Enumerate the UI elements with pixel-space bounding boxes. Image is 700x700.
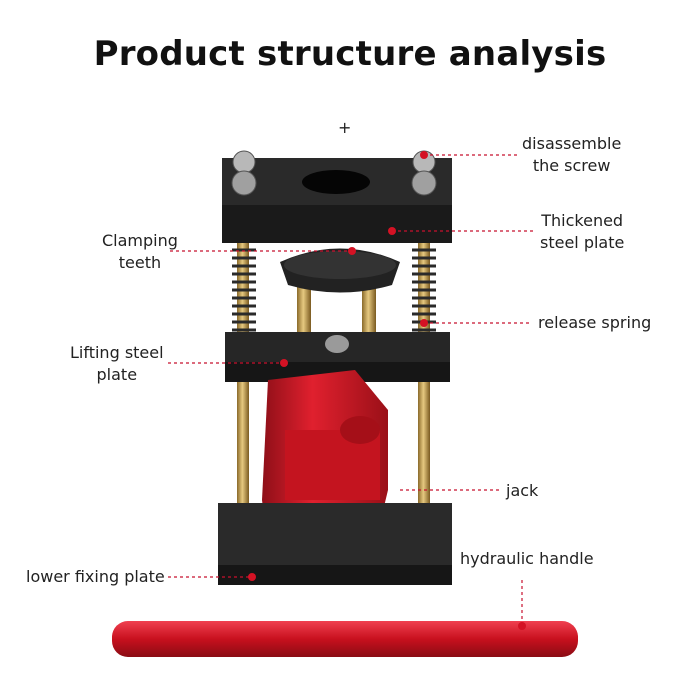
label-line: Thickened (541, 211, 624, 230)
top-steel-plate (222, 158, 452, 243)
lower-fixing-plate (218, 503, 452, 585)
label-line: teeth (118, 253, 162, 272)
clamping-die (280, 248, 400, 293)
label-clamping-teeth: Clamping teeth (102, 230, 178, 274)
plus-mark: + (338, 118, 352, 137)
marker-dots (248, 151, 526, 630)
label-jack: jack (506, 481, 539, 500)
label-line: steel plate (540, 233, 625, 252)
label-hydraulic-handle: hydraulic handle (460, 549, 594, 568)
label-line: the screw (532, 156, 611, 175)
hydraulic-handle (112, 621, 578, 657)
label-thickened-plate: Thickened steel plate (540, 210, 624, 254)
lifting-steel-plate (225, 332, 450, 382)
screw-nuts (231, 150, 437, 196)
label-line: plate (96, 365, 138, 384)
page-title: Product structure analysis (93, 34, 607, 74)
label-lifting-plate: Lifting steel plate (70, 342, 164, 386)
label-disassemble-screw: disassemble the screw (522, 133, 621, 177)
label-line: Lifting steel (70, 343, 164, 362)
label-line: disassemble (522, 134, 622, 153)
label-line: Clamping (102, 231, 178, 250)
label-lower-plate: lower fixing plate (26, 567, 165, 586)
label-release-spring: release spring (538, 313, 652, 332)
leader-lines (168, 154, 536, 626)
